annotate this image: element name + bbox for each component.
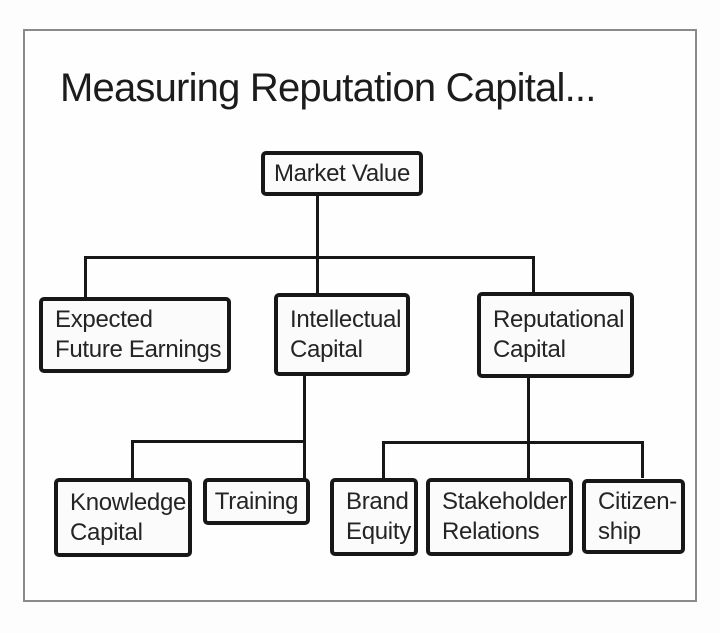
connector-drop-reputational	[532, 256, 535, 294]
node-stakeholder-relations: Stakeholder Relations	[426, 478, 573, 556]
node-label: Future Earnings	[55, 336, 222, 363]
node-label: ship	[598, 517, 641, 545]
node-market-value: Market Value	[261, 151, 423, 196]
node-intellectual-capital: Intellectual Capital	[274, 293, 410, 376]
diagram-title: Measuring Reputation Capital...	[60, 66, 596, 110]
node-knowledge-capital: Knowledge Capital	[54, 478, 192, 557]
node-citizenship: Citizen- ship	[582, 479, 685, 554]
node-label: Knowledge	[70, 488, 187, 516]
connector-drop-expected	[84, 256, 87, 298]
connector-reputational-stem	[527, 377, 530, 479]
connector-drop-citizenship	[641, 441, 644, 478]
node-training: Training	[203, 478, 310, 525]
node-label: Expected	[55, 306, 153, 333]
connector-level1-horizontal	[84, 256, 535, 259]
connector-drop-brand	[382, 441, 385, 478]
node-label: Stakeholder	[442, 488, 567, 515]
connector-drop-knowledge	[131, 440, 134, 478]
node-expected-future-earnings: Expected Future Earnings	[39, 297, 231, 373]
node-label: Relations	[442, 518, 540, 545]
connector-drop-intellectual	[316, 256, 319, 294]
node-reputational-capital: Reputational Capital	[477, 292, 634, 378]
node-label: Capital	[70, 518, 143, 546]
node-label: Reputational	[493, 306, 625, 333]
connector-intellectual-horizontal	[131, 440, 306, 443]
connector-reputational-horizontal	[382, 441, 644, 444]
node-label: Capital	[493, 336, 566, 363]
node-label: Training	[214, 487, 299, 515]
node-label: Equity	[346, 518, 411, 545]
node-label: Capital	[290, 335, 363, 363]
node-brand-equity: Brand Equity	[330, 478, 418, 556]
node-label: Market Value	[273, 159, 411, 187]
node-label: Intellectual	[290, 305, 402, 333]
node-label: Brand	[346, 488, 409, 515]
connector-intellectual-stem	[303, 375, 306, 479]
node-label: Citizen-	[598, 487, 677, 515]
connector-market-value-stem	[316, 195, 319, 259]
